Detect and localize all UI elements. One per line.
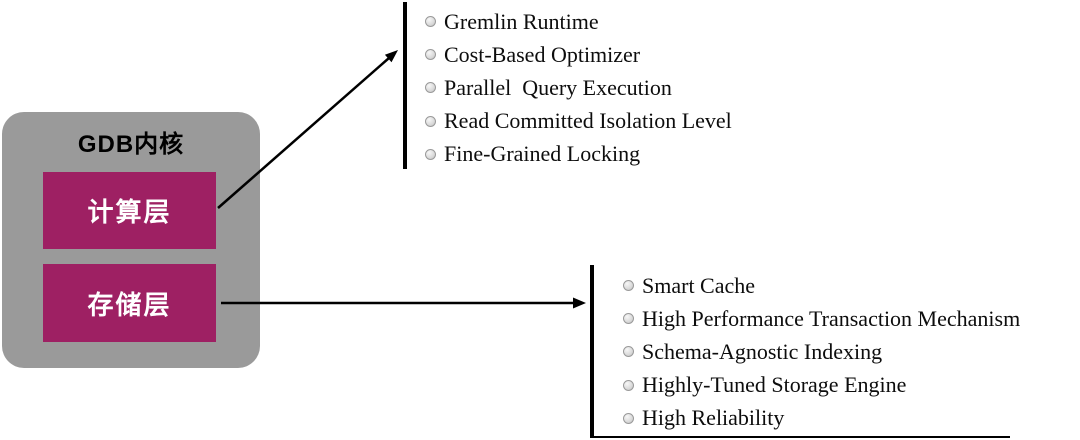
list-item-label: Read Committed Isolation Level [444,108,732,134]
list-item: Parallel Query Execution [425,71,823,104]
list-item: Cost-Based Optimizer [425,38,823,71]
list-item-label: Parallel Query Execution [444,74,672,100]
compute-layer-label: 计算层 [87,197,172,227]
list-item-label: Smart Cache [642,272,756,298]
sphere-bullet-icon [425,16,436,28]
sphere-bullet-icon [425,115,436,127]
storage-layer-box: 存储层 [43,264,216,342]
sphere-bullet-icon [623,280,634,292]
sphere-bullet-icon [425,148,436,160]
list-item: Read Committed Isolation Level [425,105,823,138]
list-item-label: Cost-Based Optimizer [444,41,641,67]
sphere-bullet-icon [623,313,634,325]
list-item: Fine-Grained Locking [425,138,823,171]
sphere-bullet-icon [623,346,634,358]
compute-layer-box: 计算层 [43,172,216,249]
storage-feature-list: Smart Cache High Performance Transaction… [590,265,1020,438]
list-item: High Performance Transaction Mechanism [623,302,1020,335]
list-item-label: Highly-Tuned Storage Engine [642,372,907,398]
sphere-bullet-icon [425,49,436,61]
list-item-label: High Performance Transaction Mechanism [642,305,1021,331]
sphere-bullet-icon [425,82,436,94]
list-item: Highly-Tuned Storage Engine [623,369,1010,402]
storage-arrow [221,297,586,309]
list-item-label: High Reliability [642,405,785,431]
list-item-label: Gremlin Runtime [444,8,599,34]
compute-feature-list: Gremlin Runtime Cost-Based Optimizer Par… [403,2,823,169]
list-item-label: Fine-Grained Locking [444,141,641,167]
list-item: Smart Cache [623,269,1010,302]
list-item-label: Schema-Agnostic Indexing [642,338,883,364]
sphere-bullet-icon [623,412,634,424]
storage-layer-label: 存储层 [87,289,172,320]
kernel-title: GDB内核 [77,131,185,158]
list-item: Gremlin Runtime [425,5,823,38]
list-item: Schema-Agnostic Indexing [623,335,1010,368]
list-item: High Reliability [623,402,1010,435]
kernel-box: GDB内核 计算层 存储层 [2,112,260,368]
sphere-bullet-icon [623,379,634,391]
